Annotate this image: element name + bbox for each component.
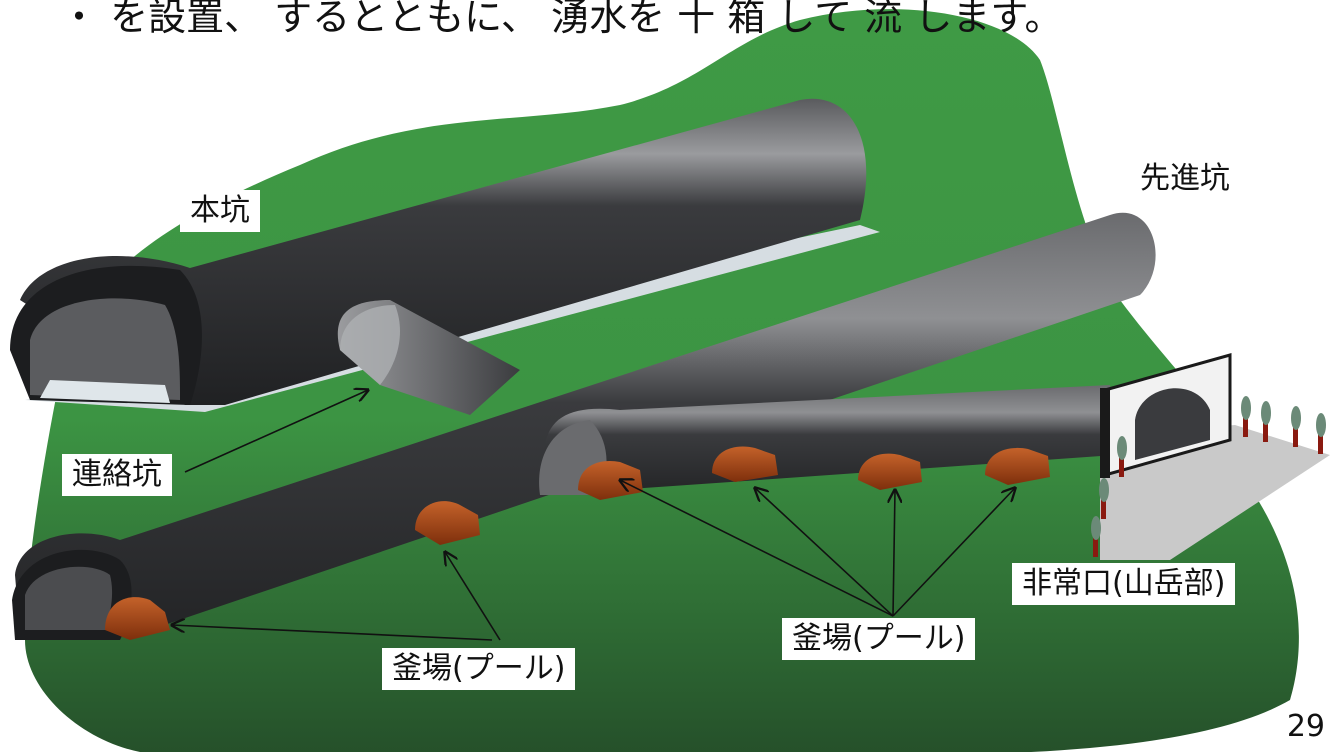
pool-1 [105, 597, 170, 640]
arrow-pool-3 [620, 480, 894, 617]
tree [1241, 396, 1251, 437]
label-pool-right: 釜場(プール) [782, 618, 976, 660]
tree [1291, 406, 1301, 447]
tree [1261, 401, 1271, 442]
pool-2 [415, 501, 480, 545]
arrow-pool-6 [892, 488, 1015, 617]
label-emergency-exit: 非常口(山岳部) [1012, 563, 1236, 605]
pool-5 [858, 453, 922, 490]
arrow-pool-1 [172, 625, 493, 641]
tree [1091, 516, 1101, 557]
tree [1117, 436, 1127, 477]
arrow-connecting-tunnel [184, 390, 368, 473]
connecting-tunnel [337, 300, 520, 415]
emergency-portal [1100, 353, 1232, 478]
pool-6 [985, 447, 1050, 485]
arrow-pool-4 [755, 488, 894, 617]
pool-4 [712, 446, 778, 482]
top-caption: ・ を設置、 するとともに、 湧水を 十 箱 して 流 します。 [60, 0, 1063, 39]
tree [1099, 478, 1109, 519]
tree [1316, 413, 1326, 454]
arrow-pool-5 [893, 490, 895, 617]
arrow-pool-2 [445, 552, 501, 641]
label-connecting-tunnel: 連絡坑 [62, 454, 172, 496]
arrows [172, 390, 1015, 641]
label-pilot-tunnel: 先進坑 [1140, 161, 1230, 196]
label-main-tunnel: 本坑 [180, 190, 260, 232]
label-pool-left: 釜場(プール) [382, 648, 576, 690]
page-number: 29 [1286, 709, 1325, 744]
trees [1091, 396, 1326, 557]
main-tunnel [10, 98, 880, 412]
